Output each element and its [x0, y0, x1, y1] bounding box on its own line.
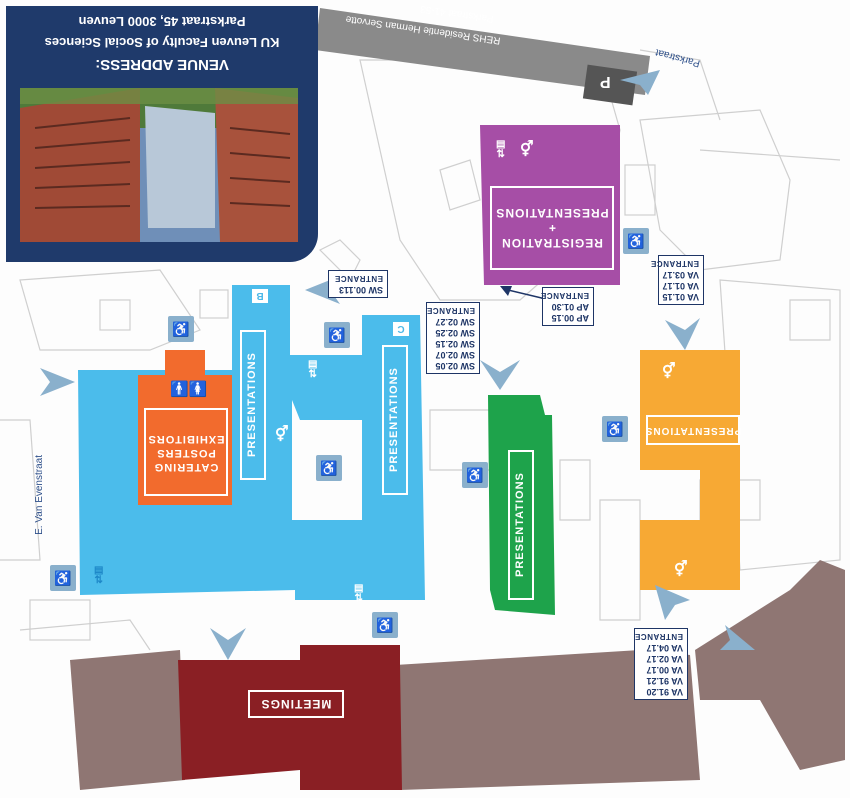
building-tag-c: C	[393, 322, 409, 336]
evenstraat-label: E. Van Evenstraat	[34, 455, 45, 535]
restroom-icon: ⚥	[275, 426, 289, 443]
presentations-c-label: PRESENTATIONS	[382, 345, 408, 495]
restroom-icon: ⚥	[674, 561, 688, 578]
entrance-title: ENTRANCE	[540, 291, 589, 300]
room: AP 00.15	[551, 313, 589, 323]
restroom-icon: ⚥	[520, 141, 534, 158]
room: VA 91.20	[646, 687, 683, 697]
restroom-icon: 🚹🚺	[170, 381, 208, 398]
catering-building	[138, 350, 232, 505]
accessible-icon: ♿	[316, 455, 342, 481]
accessible-icon: ♿	[602, 416, 628, 442]
room: SW 02.27	[435, 317, 475, 327]
entrance-pointer-head	[500, 286, 512, 296]
room: VA 91.21	[646, 676, 683, 686]
green-building	[488, 395, 555, 615]
registration-building	[480, 125, 620, 285]
room: VA 00.17	[646, 665, 683, 675]
accessible-icon: ♿	[462, 462, 488, 488]
arrow-orange-north	[665, 318, 700, 350]
venue-address-panel: VENUE ADDRESS: KU Leuven Faculty of Soci…	[6, 6, 318, 262]
background-outlines	[0, 49, 841, 651]
entrance-box-ap: AP 00.15 AP 01.30 ENTRANCE	[540, 287, 594, 326]
catering-label: CATERING POSTERS EXHIBITORS	[144, 408, 228, 496]
elevator-icon: ▤⇅	[354, 583, 364, 604]
rehs-street-band	[315, 8, 650, 95]
elevator-icon: ▤⇅	[308, 359, 318, 380]
arrow-west	[40, 368, 75, 396]
room: SW 02.25	[435, 328, 475, 338]
blue-hall	[78, 285, 425, 600]
elevator-icon: ▤⇅	[94, 565, 104, 586]
room: SW 02.15	[435, 339, 475, 349]
accessible-icon: ♿	[50, 565, 76, 591]
elevator-icon: ▤⇅	[496, 139, 506, 160]
building-tag-b: B	[252, 289, 268, 303]
entrance-title: ENTRANCE	[634, 632, 683, 641]
arrow-meetings	[210, 628, 246, 660]
meetings-label: MEETINGS	[248, 690, 344, 718]
venue-line-2: Parkstraat 45, 3000 Leuven	[78, 14, 246, 29]
entrance-title: ENTRANCE	[334, 274, 383, 283]
parking-label: P	[600, 73, 611, 90]
arrow-parking	[620, 70, 660, 95]
venue-line-1: KU Leuven Faculty of Social Sciences	[44, 35, 280, 50]
venue-photo	[20, 88, 298, 242]
presentations-green-label: PRESENTATIONS	[508, 450, 534, 600]
accessible-icon: ♿	[372, 612, 398, 638]
mauve-building-right	[695, 560, 845, 770]
mauve-building-left	[70, 650, 185, 790]
room: SW 02.07	[435, 350, 475, 360]
arrow-right-building	[720, 625, 755, 650]
venue-heading: VENUE ADDRESS:	[95, 56, 229, 73]
venue-text-block: VENUE ADDRESS: KU Leuven Faculty of Soci…	[6, 14, 318, 79]
room: SW 02.05	[435, 361, 475, 371]
presentations-orange-label: PRESENTATIONS	[645, 415, 741, 445]
meetings-building	[178, 645, 402, 790]
mauve-building-mid	[395, 650, 700, 790]
entrance-box-va-north: VA 01.15 VA 01.17 VA 03.17 ENTRANCE	[650, 255, 704, 305]
entrance-box-sw00113: SW 00.113 ENTRANCE	[328, 270, 388, 298]
accessible-icon: ♿	[324, 322, 350, 348]
arrow-orange-south	[655, 585, 690, 620]
room: SW 00.113	[338, 285, 383, 295]
entrance-title: ENTRANCE	[650, 259, 699, 268]
room: VA 04.17	[646, 643, 683, 653]
registration-label: REGISTRATION + PRESENTATIONS	[490, 186, 614, 270]
entrance-box-va-south: VA 91.20 VA 91.21 VA 00.17 VA 02.17 VA 0…	[634, 628, 688, 700]
parking-block	[582, 64, 638, 106]
room: AP 01.30	[551, 302, 589, 312]
room: VA 01.17	[662, 281, 699, 291]
room: VA 01.15	[662, 292, 699, 302]
accessible-icon: ♿	[168, 316, 194, 342]
restroom-icon: ⚥	[662, 363, 676, 380]
presentations-b-label: PRESENTATIONS	[240, 330, 266, 480]
arrow-green	[480, 360, 520, 390]
entrance-title: ENTRANCE	[426, 306, 475, 315]
accessible-icon: ♿	[623, 228, 649, 254]
orange-building	[640, 350, 740, 590]
room: VA 03.17	[662, 270, 699, 280]
room: VA 02.17	[646, 654, 683, 664]
building-photo-illustration	[20, 88, 298, 242]
entrance-box-sw02: SW 02.05 SW 02.07 SW 02.15 SW 02.25 SW 0…	[426, 302, 480, 374]
